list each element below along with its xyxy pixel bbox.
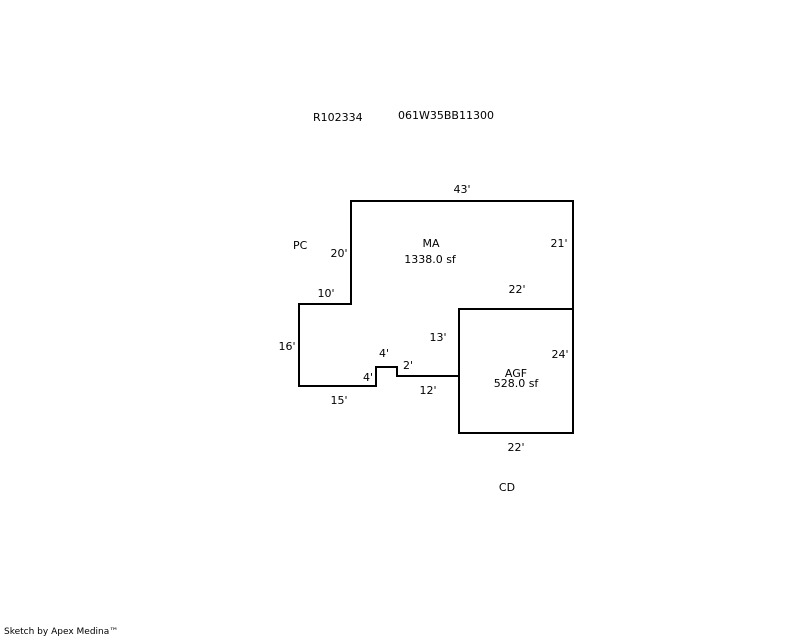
dim-ma-bottom-left: 15' xyxy=(330,394,347,407)
area-code-agf: AGF xyxy=(505,367,527,380)
area-code-ma: MA xyxy=(422,237,439,250)
sketch-credit: Sketch by Apex Medina™ xyxy=(4,627,119,637)
area-size-agf: 528.0 sf xyxy=(494,377,540,390)
dim-agf-top: 22' xyxy=(508,283,525,296)
dim-ma-step: 10' xyxy=(317,287,334,300)
account-id: R102334 xyxy=(313,111,363,124)
dim-jog-left: 4' xyxy=(363,371,373,384)
dim-ma-top: 43' xyxy=(453,183,470,196)
dim-jog-top: 4' xyxy=(379,347,389,360)
main-area-outline xyxy=(298,200,574,387)
label-pc: PC xyxy=(293,239,308,252)
dim-agf-bottom: 22' xyxy=(507,441,524,454)
map-tax-lot: 061W35BB11300 xyxy=(398,109,494,122)
dim-ma-left-upper: 20' xyxy=(330,247,347,260)
dim-jog-right: 2' xyxy=(403,359,413,372)
dim-agf-right: 24' xyxy=(551,348,568,361)
dim-ma-bottom-right: 12' xyxy=(419,384,436,397)
label-cd: CD xyxy=(499,481,515,494)
garage-outline xyxy=(458,308,574,434)
dim-ma-inner: 13' xyxy=(429,331,446,344)
dim-ma-right: 21' xyxy=(550,237,567,250)
dim-ma-left-lower: 16' xyxy=(278,340,295,353)
area-size-ma: 1338.0 sf xyxy=(404,253,457,266)
